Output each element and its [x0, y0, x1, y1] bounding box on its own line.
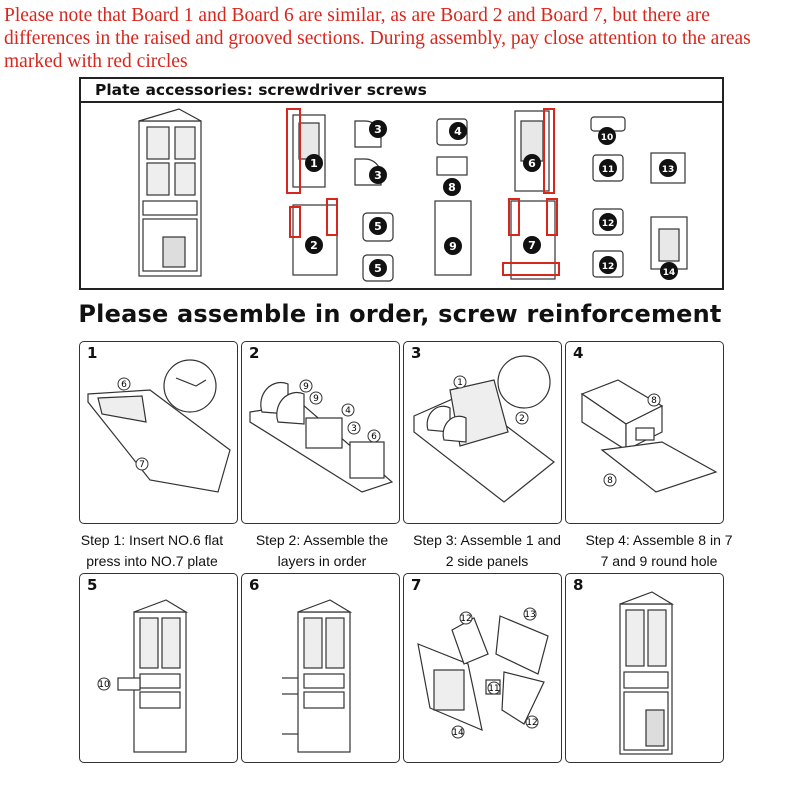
p7-callout-5: 14 — [452, 728, 464, 738]
part-label-circle — [523, 236, 541, 254]
part-label-3: 3 — [374, 123, 382, 136]
step-6-illustration — [282, 599, 353, 753]
step-panel-3: 1 2 3 — [403, 341, 562, 524]
step-5-illustration: 10 — [97, 599, 189, 753]
part-label-circle — [523, 154, 541, 172]
part-label-12: 12 — [602, 219, 615, 229]
p2-callout-1: 9 — [303, 382, 309, 392]
part-label-circle — [599, 159, 617, 177]
step-7-illustration: 12 13 11 12 14 — [417, 607, 549, 739]
step-number: 3 — [411, 344, 422, 362]
part-label-10: 10 — [601, 133, 614, 143]
part-label-circle — [449, 122, 467, 140]
p1-callout-2: 7 — [139, 460, 145, 470]
step-panel-8: 8 — [565, 573, 724, 763]
step-number: 4 — [573, 344, 584, 362]
step-panel-7: 12 13 11 12 14 7 — [403, 573, 562, 763]
step-number: 8 — [573, 576, 584, 594]
part-label-circle — [599, 213, 617, 231]
step-3-illustration: 1 2 — [413, 355, 555, 503]
part-label-circle — [443, 178, 461, 196]
step-number: 5 — [87, 576, 98, 594]
p7-callout-1: 12 — [460, 614, 471, 624]
part-label-circle — [369, 217, 387, 235]
p7-callout-4: 12 — [526, 718, 537, 728]
step-2-illustration: 9 9 4 3 6 — [249, 379, 394, 493]
step-panel-4: 8 8 4 — [565, 341, 724, 524]
parts-header: Plate accessories: screwdriver screws — [81, 79, 722, 103]
part-label-13: 13 — [662, 165, 675, 175]
part-label-6: 6 — [528, 157, 536, 170]
p5-callout-1: 10 — [98, 680, 110, 690]
p2-callout-5: 6 — [371, 432, 377, 442]
step-number: 6 — [249, 576, 260, 594]
part-label-circle — [369, 120, 387, 138]
cabinet-thumbnail — [138, 108, 202, 277]
step-4-illustration: 8 8 — [580, 379, 718, 493]
part-label-circle — [598, 127, 616, 145]
part-label-circle — [599, 256, 617, 274]
assembly-title: Please assemble in order, screw reinforc… — [78, 300, 722, 328]
step-number: 2 — [249, 344, 260, 362]
p7-callout-2: 13 — [524, 610, 535, 620]
step-panel-5: 10 5 — [79, 573, 238, 763]
step-number: 1 — [87, 344, 98, 362]
p2-callout-4: 3 — [351, 424, 357, 434]
step-8-illustration — [619, 591, 675, 755]
part-label-11: 11 — [602, 165, 615, 175]
p4-callout-2: 8 — [607, 476, 613, 486]
part-label-5: 5 — [374, 220, 382, 233]
part-label-2: 2 — [310, 239, 318, 252]
part-label-12: 12 — [602, 262, 615, 272]
part-label-5: 5 — [374, 262, 382, 275]
part-label-circle — [659, 159, 677, 177]
part-label-1: 1 — [310, 157, 318, 170]
part-label-4: 4 — [454, 125, 462, 138]
p3-callout-1: 1 — [457, 378, 463, 388]
part-label-8: 8 — [448, 181, 456, 194]
p4-callout-1: 8 — [651, 396, 657, 406]
step-1-illustration: 6 7 — [87, 359, 231, 493]
warning-note: Please note that Board 1 and Board 6 are… — [4, 5, 751, 72]
part-label-3: 3 — [374, 169, 382, 182]
p3-callout-2: 2 — [519, 414, 525, 424]
part-label-14: 14 — [663, 268, 676, 278]
p2-callout-3: 4 — [345, 406, 351, 416]
p1-callout-1: 6 — [121, 380, 127, 390]
part-label-circle — [305, 236, 323, 254]
part-label-circle — [369, 259, 387, 277]
p2-callout-2: 9 — [313, 394, 319, 404]
p7-callout-3: 11 — [488, 684, 499, 694]
step-panel-1: 6 7 1 — [79, 341, 238, 524]
part-label-circle — [369, 166, 387, 184]
part-label-circle — [660, 262, 678, 280]
part-label-circle — [305, 154, 323, 172]
part-label-7: 7 — [528, 239, 536, 252]
part-label-9: 9 — [449, 240, 457, 253]
step-panel-2: 9 9 4 3 6 2 — [241, 341, 400, 524]
step-number: 7 — [411, 576, 422, 594]
part-label-circle — [444, 237, 462, 255]
step-panel-6: 6 — [241, 573, 400, 763]
